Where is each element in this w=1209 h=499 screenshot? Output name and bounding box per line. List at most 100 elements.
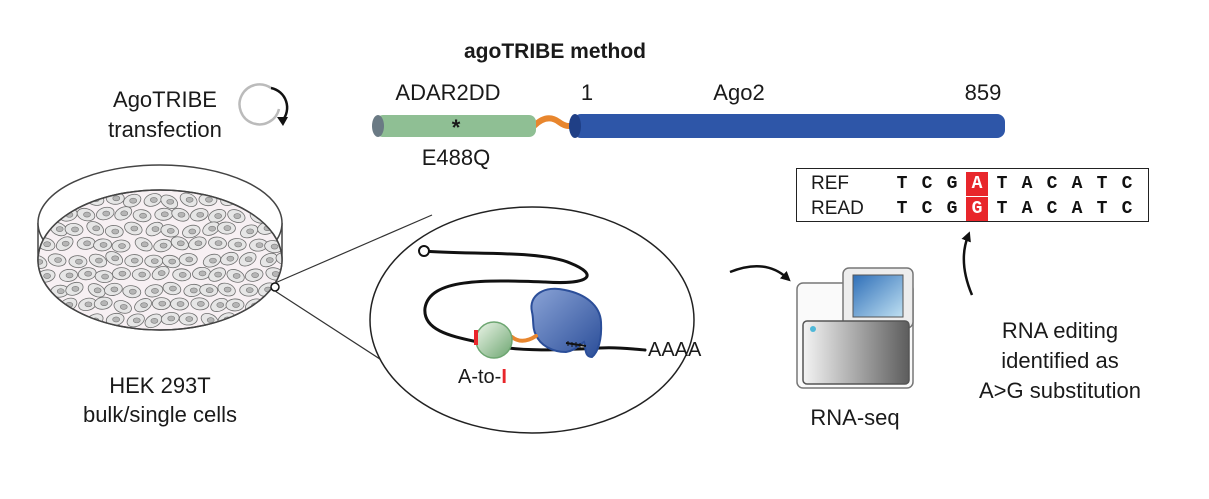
cell-icon bbox=[249, 238, 268, 252]
cell-icon bbox=[171, 207, 190, 222]
cell-icon bbox=[161, 254, 181, 269]
cell-icon bbox=[93, 238, 112, 252]
cell-icon bbox=[105, 191, 125, 205]
cell-icon bbox=[277, 192, 282, 206]
cell-icon bbox=[151, 266, 170, 281]
cell-icon bbox=[47, 253, 67, 267]
zoom-line-upper bbox=[274, 214, 433, 284]
cell-icon bbox=[208, 267, 226, 282]
cell-icon bbox=[144, 284, 164, 298]
zoom-inset bbox=[369, 206, 695, 434]
sequence-base: C bbox=[921, 174, 933, 194]
arrow-to-alignment bbox=[961, 231, 974, 296]
cell-icon bbox=[78, 297, 97, 312]
cell-icon bbox=[39, 300, 59, 314]
cell-icon bbox=[122, 285, 142, 299]
cell-icon bbox=[132, 209, 152, 223]
cell-icon bbox=[244, 268, 264, 282]
ref-label: REF bbox=[811, 173, 849, 194]
cell-icon bbox=[134, 298, 152, 313]
transfection-label-line1: AgoTRIBE bbox=[113, 87, 217, 112]
sequence-base: G bbox=[946, 174, 958, 194]
mutation-label: E488Q bbox=[421, 145, 491, 170]
a-to-i-suffix: I bbox=[501, 366, 507, 388]
cell-icon bbox=[282, 207, 302, 222]
cell-icon bbox=[192, 266, 211, 280]
sequence-base: T bbox=[996, 199, 1008, 219]
cell-icon bbox=[111, 239, 131, 253]
result-label: RNA editing identified as A>G substituti… bbox=[979, 316, 1141, 406]
adar2dd-domain-cap bbox=[372, 115, 384, 137]
sequence-base: C bbox=[921, 199, 933, 219]
sequencer-computer-icon bbox=[796, 267, 914, 389]
cell-icon bbox=[160, 224, 180, 238]
rna-5-prime-cap bbox=[418, 245, 430, 257]
cell-icon bbox=[170, 236, 189, 251]
cell-icon bbox=[199, 283, 219, 297]
cell-icon bbox=[217, 282, 236, 297]
cell-icon bbox=[239, 283, 259, 297]
cell-icon bbox=[202, 221, 220, 236]
cell-icon bbox=[86, 221, 104, 236]
cell-icon bbox=[208, 236, 227, 250]
adar2dd-protein bbox=[475, 321, 513, 359]
adar2dd-domain bbox=[376, 115, 536, 137]
transfection-label: AgoTRIBE transfection bbox=[108, 85, 222, 145]
cell-icon bbox=[217, 221, 236, 235]
cell-icon bbox=[160, 194, 179, 209]
rna-strand bbox=[422, 249, 647, 352]
cell-icon bbox=[104, 225, 124, 238]
cell-icon bbox=[94, 270, 114, 283]
cell-icon bbox=[210, 297, 229, 312]
read-label: READ bbox=[811, 198, 864, 219]
sequence-base: T bbox=[996, 174, 1008, 194]
cell-icon bbox=[68, 255, 88, 269]
cell-icon bbox=[151, 297, 171, 311]
cell-icon bbox=[87, 283, 106, 298]
adar2dd-label: ADAR2DD bbox=[395, 80, 501, 105]
cell-icon bbox=[145, 221, 164, 237]
transfection-label-line2: transfection bbox=[108, 117, 222, 142]
cell-icon bbox=[143, 193, 162, 207]
rna-seq-label: RNA-seq bbox=[810, 405, 900, 430]
guide-pairing bbox=[567, 341, 581, 348]
result-label-line1: RNA editing bbox=[1001, 318, 1119, 343]
cell-icon bbox=[126, 313, 145, 328]
ago2-start-position: 1 bbox=[580, 80, 594, 105]
diagram-title: agoTRIBE method bbox=[464, 40, 646, 63]
circular-arrow-icon bbox=[238, 83, 289, 126]
cell-icon bbox=[208, 209, 227, 223]
sequence-base: C bbox=[1046, 174, 1058, 194]
cell-icon bbox=[104, 282, 123, 296]
cell-icon bbox=[275, 252, 282, 266]
highlighted-base: G bbox=[966, 197, 988, 221]
sequence-base: T bbox=[896, 199, 908, 219]
edited-site-marker bbox=[474, 330, 478, 345]
cell-line-label-line1: HEK 293T bbox=[109, 373, 211, 398]
cell-icon bbox=[190, 208, 209, 222]
ago2-label: Ago2 bbox=[713, 80, 765, 105]
cell-icon bbox=[64, 223, 84, 236]
result-label-line2: identified as bbox=[1001, 348, 1119, 373]
sequence-base: A bbox=[1021, 174, 1033, 194]
cell-icon bbox=[114, 206, 133, 221]
ago2-domain-cap bbox=[569, 114, 581, 138]
a-to-i-label: A-to-I bbox=[458, 364, 507, 390]
cell-icon bbox=[76, 236, 96, 250]
cell-icon bbox=[88, 253, 108, 268]
selected-cell-marker bbox=[270, 282, 280, 292]
cell-icon bbox=[238, 252, 257, 267]
construct-bar bbox=[372, 114, 1005, 138]
cell-icon bbox=[124, 254, 144, 268]
cell-icon bbox=[178, 312, 198, 326]
cell-icon bbox=[38, 311, 46, 325]
cell-icon bbox=[160, 311, 180, 326]
sequence-base: T bbox=[1096, 199, 1108, 219]
cell-line-label-line2: bulk/single cells bbox=[82, 402, 238, 427]
sequence-base: A bbox=[1021, 199, 1033, 219]
cell-icon bbox=[227, 238, 247, 251]
cell-icon bbox=[255, 312, 274, 327]
sequence-base: T bbox=[896, 174, 908, 194]
